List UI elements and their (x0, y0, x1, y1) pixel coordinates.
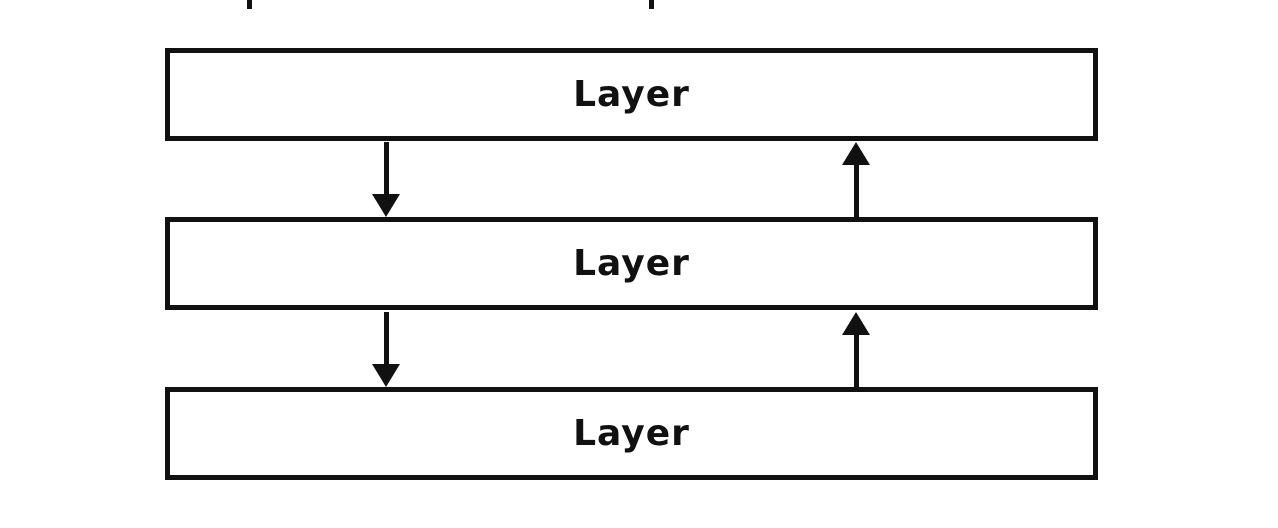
arrow-shaft (853, 165, 859, 217)
cropped-arrow-tick-left (247, 0, 252, 9)
arrow-shaft (853, 335, 859, 387)
arrow-head-up (842, 312, 870, 335)
layer-box-bottom: Layer (165, 387, 1098, 480)
up-arrow-icon-bottom-to-middle (842, 312, 870, 387)
arrow-head-down (372, 364, 400, 387)
layer-label-top: Layer (573, 74, 690, 115)
arrow-shaft (383, 142, 389, 194)
arrow-head-up (842, 142, 870, 165)
arrow-head-down (372, 194, 400, 217)
layer-box-middle: Layer (165, 217, 1098, 310)
down-arrow-icon-top-to-middle (372, 142, 400, 217)
arrow-shaft (383, 312, 389, 364)
down-arrow-icon-middle-to-bottom (372, 312, 400, 387)
cropped-arrow-tick-right (649, 0, 654, 9)
layer-label-middle: Layer (573, 243, 690, 284)
layer-label-bottom: Layer (573, 413, 690, 454)
layer-box-top: Layer (165, 48, 1098, 141)
up-arrow-icon-middle-to-top (842, 142, 870, 217)
